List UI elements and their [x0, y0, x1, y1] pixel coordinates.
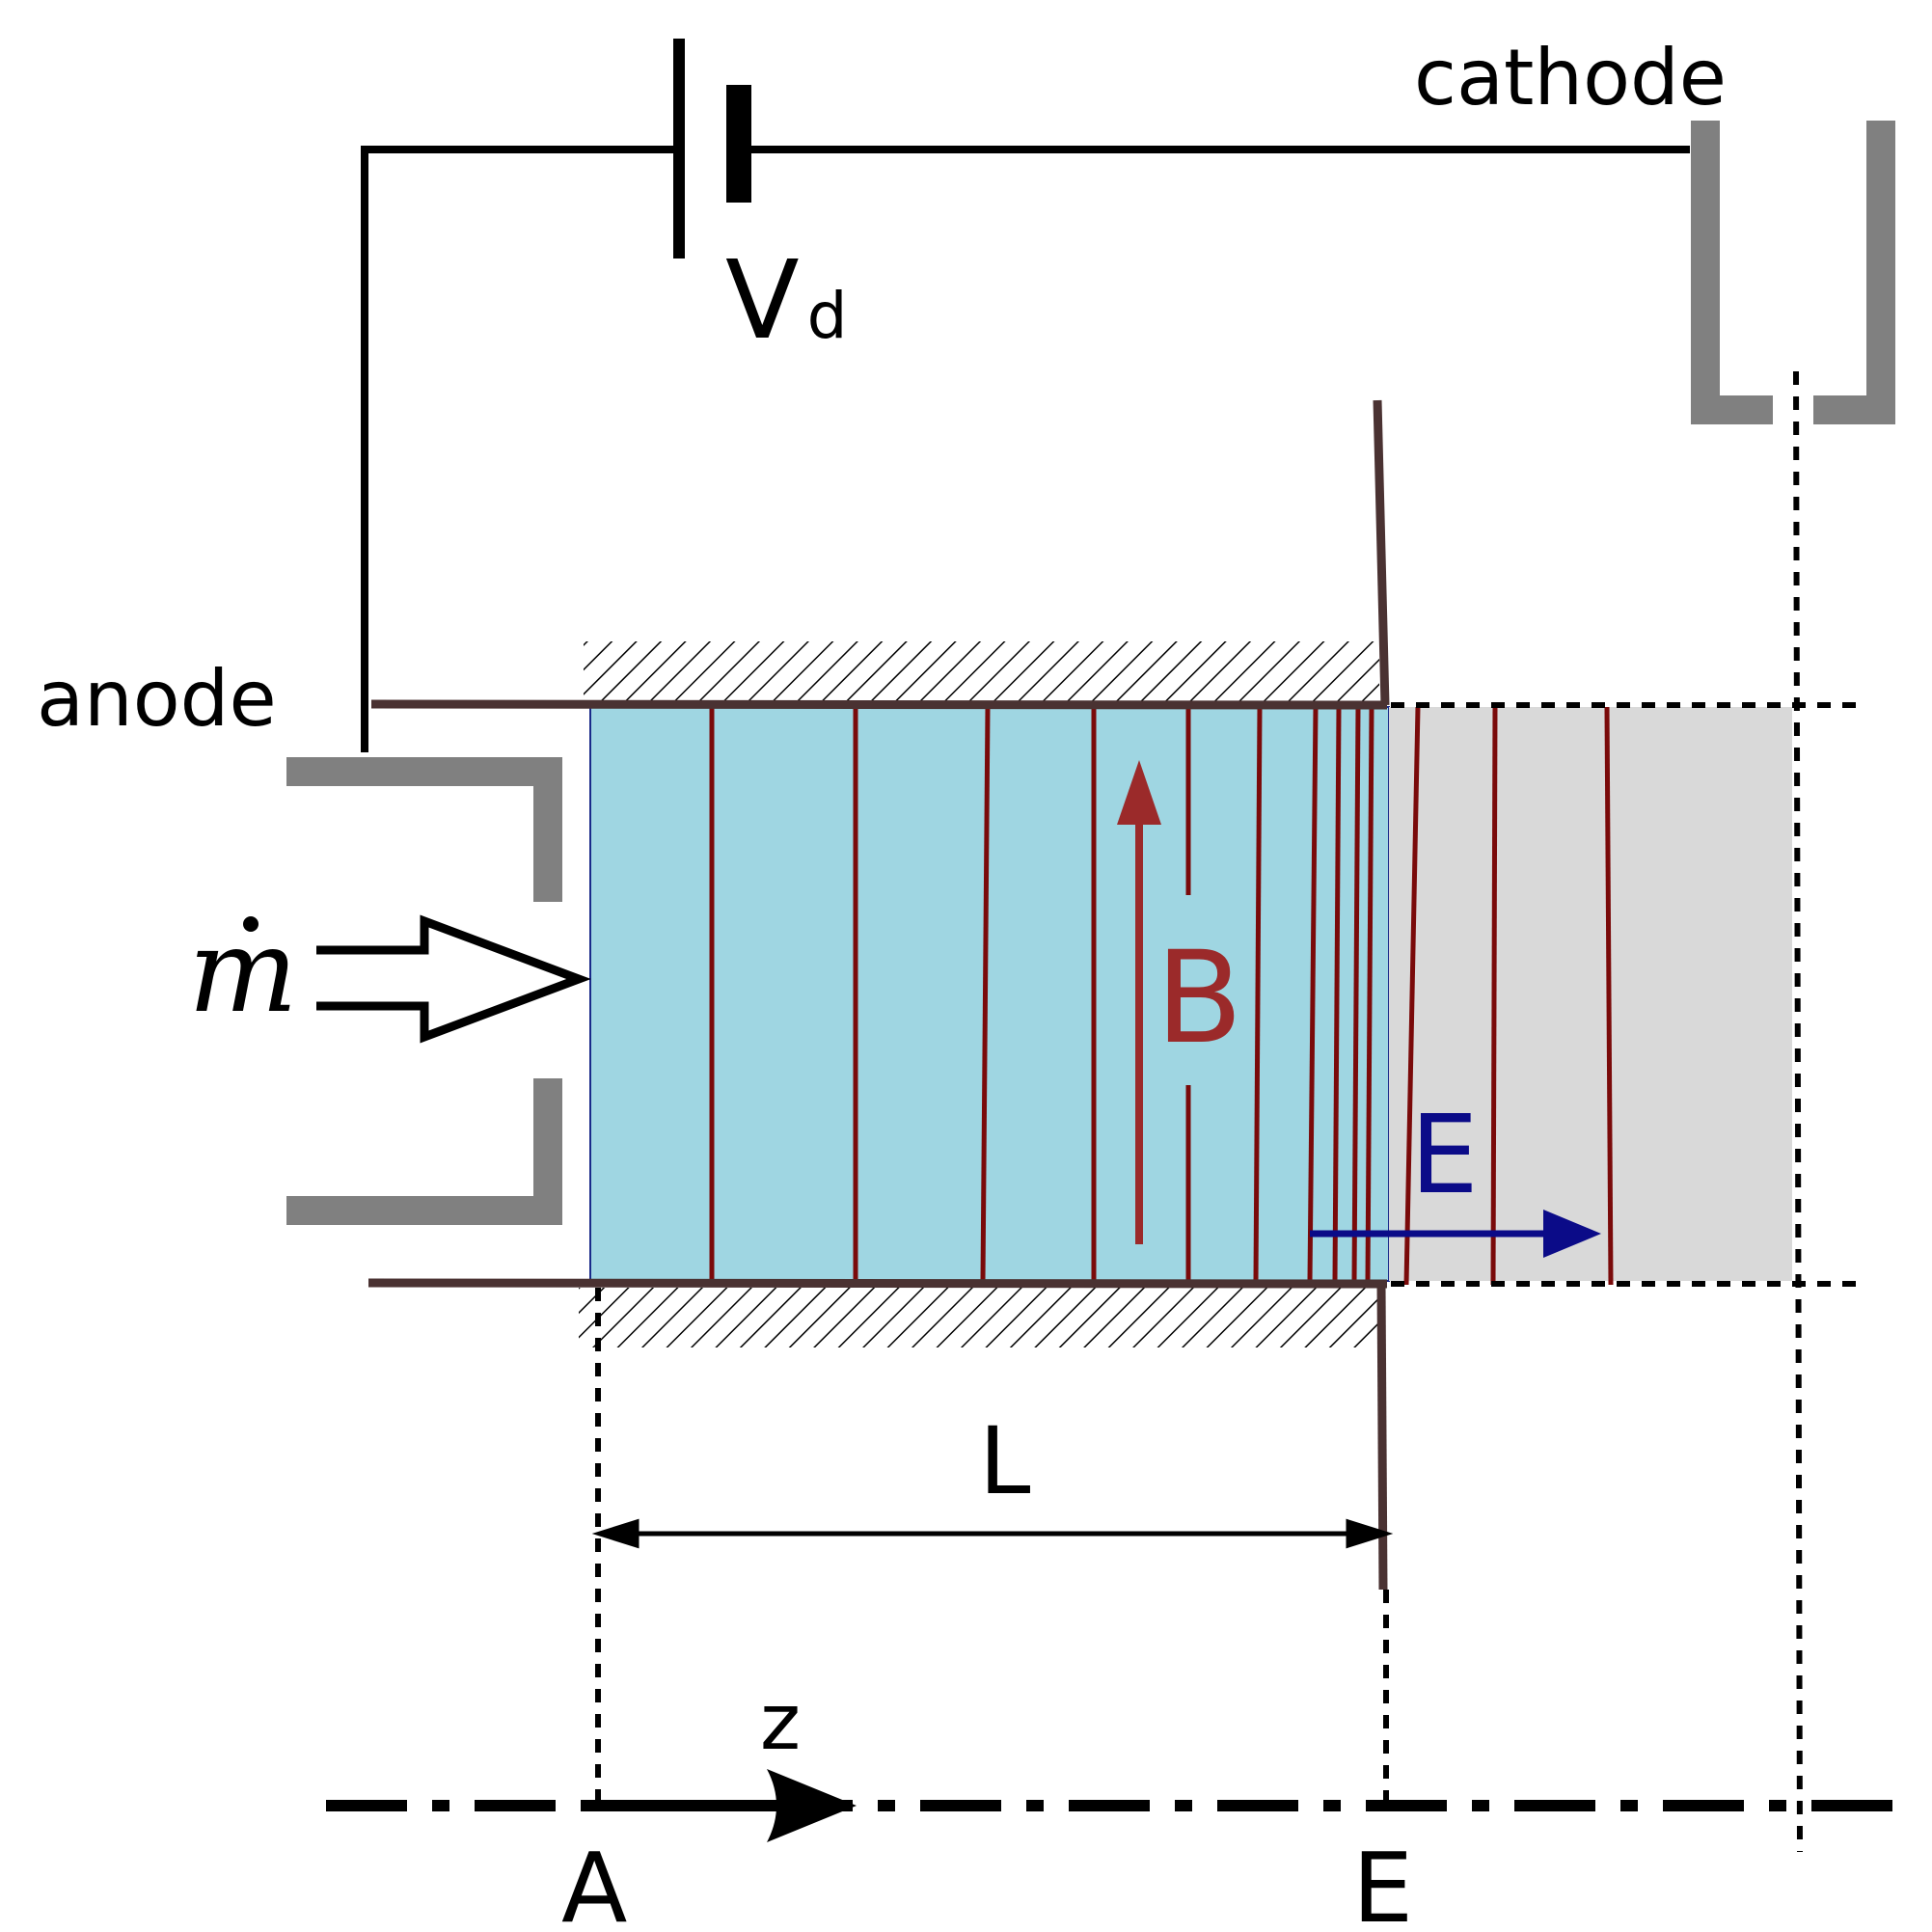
plume-field-lines	[1403, 706, 1614, 1286]
battery-icon	[673, 39, 751, 259]
field-line	[1351, 706, 1361, 1282]
axis-label: z	[760, 1677, 801, 1767]
field-line	[1253, 706, 1263, 1282]
inner-wall-hatch	[579, 1288, 1379, 1347]
cathode-electrode	[1691, 121, 1895, 424]
exit-plane-upper	[1373, 399, 1390, 706]
inner-wall	[367, 1278, 1388, 1289]
cathode-guide	[1793, 370, 1803, 1853]
anode-label: anode	[37, 654, 277, 744]
point-a-label: A	[561, 1832, 627, 1932]
mass-flow-dot-icon	[243, 916, 259, 932]
electric-field-arrow-icon	[1310, 1210, 1601, 1258]
channel-walls	[367, 399, 1390, 1591]
plume-region	[1389, 707, 1792, 1281]
length-dimension	[591, 1518, 1394, 1549]
field-line	[1332, 706, 1342, 1282]
exit-plane-lower	[1376, 1283, 1388, 1591]
magnetic-field-label: B	[1156, 924, 1243, 1073]
channel-field-lines	[709, 706, 1374, 1282]
field-line	[1365, 706, 1374, 1282]
field-line	[1604, 706, 1614, 1286]
z-axis-arrow-icon	[598, 1769, 857, 1842]
cathode-right	[1813, 121, 1895, 424]
field-line	[1403, 706, 1421, 1286]
field-line	[980, 706, 991, 1282]
mass-flow-label: m	[188, 905, 298, 1039]
anode-upper	[286, 757, 562, 902]
electric-field-label: E	[1410, 1093, 1479, 1218]
cathode-label: cathode	[1414, 33, 1727, 122]
length-label: L	[979, 1407, 1030, 1515]
field-line	[1490, 706, 1498, 1286]
magnetic-field-arrow-icon	[1117, 760, 1161, 1244]
dashed-guides	[595, 370, 1862, 1853]
wire-anode-side	[361, 146, 677, 752]
circuit-wire	[361, 146, 1690, 752]
anode-electrode	[286, 757, 562, 1225]
field-line	[1307, 706, 1319, 1282]
outer-wall	[370, 699, 1388, 710]
mass-flow-arrow-icon	[316, 914, 591, 1044]
point-e-label: E	[1352, 1832, 1413, 1932]
anode-lower	[286, 1078, 562, 1225]
outer-wall-hatch	[584, 641, 1379, 701]
cathode-left	[1691, 121, 1773, 424]
